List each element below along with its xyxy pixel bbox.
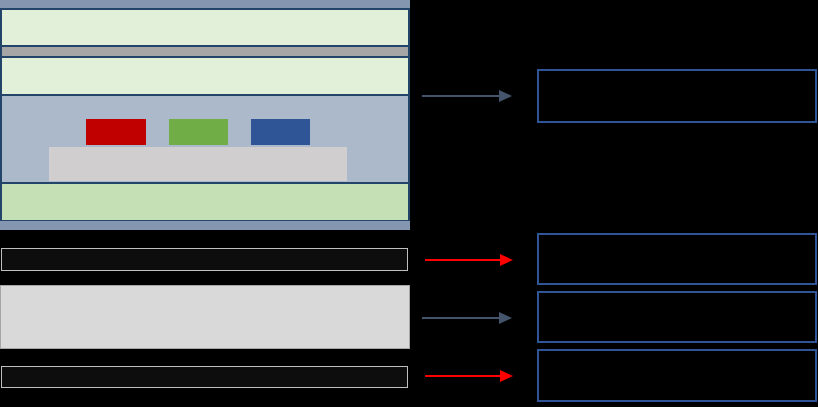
arrow-shaft [425,259,501,261]
arrow-to-callout-4 [425,370,516,382]
subpixel-green [169,119,228,145]
arrow-shaft [425,375,501,377]
stack-film-layer-2 [0,56,410,96]
arrow-head-icon [499,90,512,102]
arrow-to-callout-3 [422,312,513,324]
backplane-slab [49,147,347,181]
arrow-to-callout-2 [425,254,516,266]
lower-gray-slab [0,285,410,349]
stack-top-bar [0,0,410,9]
lower-dark-bar-1 [1,248,408,271]
stack-green-layer [0,182,410,222]
stack-bottom-bar [0,221,410,230]
callout-box-4 [537,349,817,402]
callout-box-1 [537,69,817,123]
subpixel-red [86,119,146,145]
subpixel-blue [251,119,310,145]
arrow-shaft [422,95,500,97]
stack-film-layer-1 [0,8,410,47]
callout-box-3 [537,291,817,343]
arrow-head-icon [500,254,513,266]
arrow-head-icon [499,312,512,324]
callout-box-2 [537,233,817,285]
arrow-shaft [422,317,500,319]
arrow-to-callout-1 [422,90,513,102]
lower-dark-bar-2 [1,366,408,388]
stack-pixel-layer [0,94,410,184]
arrow-head-icon [500,370,513,382]
